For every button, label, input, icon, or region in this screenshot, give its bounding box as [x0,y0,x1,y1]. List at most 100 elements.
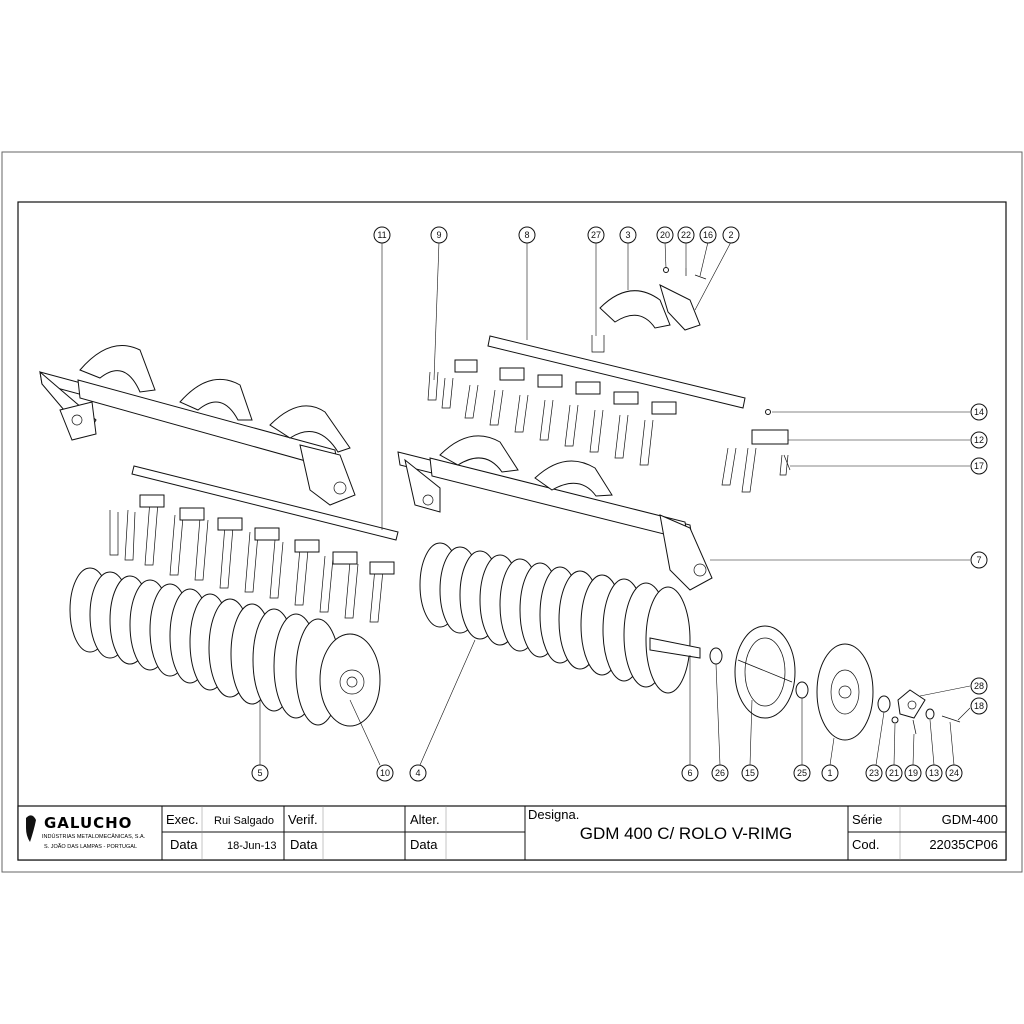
serie-label: Série [852,812,882,827]
callout-12-label: 12 [974,435,984,445]
callout-15: 15 [741,764,759,782]
callout-10-label: 10 [380,768,390,778]
callout-21-label: 21 [889,768,899,778]
pin-17 [783,454,791,471]
callout-9-label: 9 [436,230,441,240]
callout-27-label: 27 [591,230,601,240]
u-bolt-27 [591,335,605,353]
flange-28 [897,689,926,719]
bolt-19 [912,719,917,735]
exec-value: Rui Salgado [214,815,274,827]
company-line-1: INDÚSTRIAS METALOMECÂNICAS, S.A. [42,833,146,840]
end-disc-1 [816,643,874,741]
cod-label: Cod. [852,837,879,852]
callout-5: 5 [251,764,269,782]
callout-2-label: 2 [728,230,733,240]
callout-6: 6 [681,764,699,782]
washer-23 [877,695,891,713]
company-logo: GALUCHO INDÚSTRIAS METALOMECÂNICAS, S.A.… [26,814,146,850]
callout-27: 27 [587,226,605,244]
callout-balloons: 11 9 8 27 3 20 22 16 2 14 12 17 7 28 18 … [251,226,988,782]
callout-21: 21 [885,764,903,782]
exploded-assembly-drawing: 11 9 8 27 3 20 22 16 2 14 12 17 7 28 18 … [39,226,988,782]
callout-26-label: 26 [715,768,725,778]
callout-9: 9 [430,226,448,244]
bracket-2 [659,284,701,331]
verif-data-label: Data [290,837,318,852]
callout-3: 3 [619,226,637,244]
verif-label: Verif. [288,812,318,827]
washer-13 [925,708,935,720]
center-tine-row-9 [427,359,677,466]
callout-10: 10 [376,764,394,782]
arch-part-3 [599,290,671,329]
leader-lines [259,241,971,766]
callout-23-label: 23 [869,768,879,778]
callout-25-label: 25 [797,768,807,778]
callout-16-label: 16 [703,230,713,240]
callout-24-label: 24 [949,768,959,778]
bushing-26 [709,647,723,665]
callout-13: 13 [925,764,943,782]
sheet-outer-border [1,151,1023,873]
callout-7-label: 7 [976,555,981,565]
callout-8: 8 [518,226,536,244]
callout-7: 7 [970,551,988,569]
callout-17-label: 17 [974,461,984,471]
brand-name: GALUCHO [44,814,132,832]
bar-8 [487,335,746,409]
left-roller-5 [69,567,381,727]
callout-16: 16 [699,226,717,244]
right-roller-4 [419,542,691,694]
callout-14: 14 [970,403,988,421]
cod-value: 22035CP06 [929,837,998,852]
callout-22-label: 22 [681,230,691,240]
company-line-2: S. JOÃO DAS LAMPAS - PORTUGAL [44,843,137,850]
nut-20 [663,267,669,273]
left-tine-row [109,494,395,623]
callout-6-label: 6 [687,768,692,778]
callout-23: 23 [865,764,883,782]
nut-21 [891,716,899,724]
callout-15-label: 15 [745,768,755,778]
callout-17: 17 [970,457,988,475]
exec-label: Exec. [166,812,199,827]
callout-1-label: 1 [827,768,832,778]
callout-11-label: 11 [377,230,386,240]
callout-1: 1 [821,764,839,782]
callout-8-label: 8 [524,230,529,240]
callout-22: 22 [677,226,695,244]
bolt-24 [941,715,961,723]
designation-value: GDM 400 C/ ROLO V-RIMG [580,824,793,843]
callout-24: 24 [945,764,963,782]
callout-28-label: 28 [974,681,984,691]
shaft-6 [649,637,701,659]
data-value: 18-Jun-13 [227,840,277,852]
alter-label: Alter. [410,812,440,827]
callout-28: 28 [970,677,988,695]
callout-2: 2 [722,226,740,244]
title-block: GALUCHO INDÚSTRIAS METALOMECÂNICAS, S.A.… [17,805,1007,861]
callout-5-label: 5 [257,768,262,778]
data-label: Data [170,837,198,852]
serie-value: GDM-400 [942,812,998,827]
callout-19: 19 [904,764,922,782]
disc-15 [734,625,796,719]
bar-11 [131,465,399,541]
callout-3-label: 3 [625,230,630,240]
callout-12: 12 [970,431,988,449]
small-tine-group-12 [721,429,789,493]
callout-20-label: 20 [660,230,670,240]
callout-14-label: 14 [974,407,984,417]
callout-25: 25 [793,764,811,782]
right-main-frame-7 [397,435,713,591]
callout-4-label: 4 [415,768,420,778]
callout-18: 18 [970,697,988,715]
designa-label: Designa. [528,807,579,822]
ring-25 [795,681,809,699]
callout-19-label: 19 [908,768,918,778]
callout-20: 20 [656,226,674,244]
bolt-16 [694,274,707,280]
callout-13-label: 13 [929,768,939,778]
nut-14 [765,409,771,415]
